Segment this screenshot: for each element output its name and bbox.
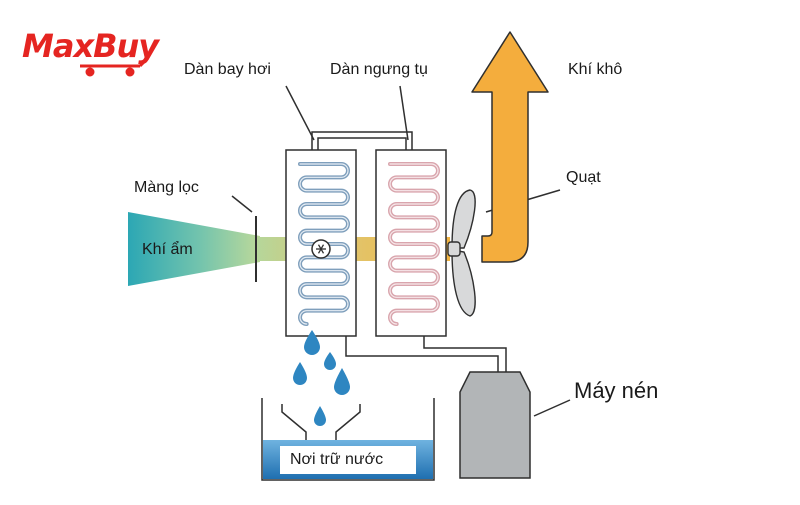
water-tank-outline xyxy=(261,398,435,481)
evaporator-coil-highlight xyxy=(299,163,349,325)
water-drop-icon xyxy=(334,368,350,395)
top-connector-pipe xyxy=(311,131,413,150)
label-dry-air: Khí khô xyxy=(568,61,623,78)
cart-icon xyxy=(80,56,150,77)
filter-pointer xyxy=(231,195,253,213)
brand-logo: MaxBuy xyxy=(22,27,159,65)
label-filter: Màng lọc xyxy=(134,179,199,196)
water-tank-label-bg xyxy=(280,446,416,474)
label-fan: Quạt xyxy=(566,169,601,186)
compressor-pipe-outer xyxy=(345,336,499,372)
water-drop-icon xyxy=(293,362,307,385)
condenser-coil-highlight xyxy=(389,163,439,325)
compressor-pointer xyxy=(533,399,571,417)
water-drop-icon xyxy=(324,352,336,370)
compressor-pipe-inner xyxy=(423,336,507,372)
humid-air-inlet xyxy=(128,212,260,286)
label-compressor: Máy nén xyxy=(574,378,659,403)
snowflake-icon xyxy=(311,239,331,259)
compressor-body xyxy=(459,371,531,479)
fan-icon xyxy=(447,189,476,317)
label-condenser: Dàn ngưng tụ xyxy=(330,61,428,78)
label-humid-air: Khí ẩm xyxy=(142,241,193,258)
water-drop-icon xyxy=(314,406,326,426)
label-evaporator: Dàn bay hơi xyxy=(184,61,271,78)
label-water-tank: Nơi trữ nước xyxy=(290,451,384,468)
tank-funnel xyxy=(281,404,307,440)
water-drops xyxy=(293,330,350,426)
dry-air-arrow xyxy=(471,31,549,263)
water-drop-icon xyxy=(304,330,320,355)
